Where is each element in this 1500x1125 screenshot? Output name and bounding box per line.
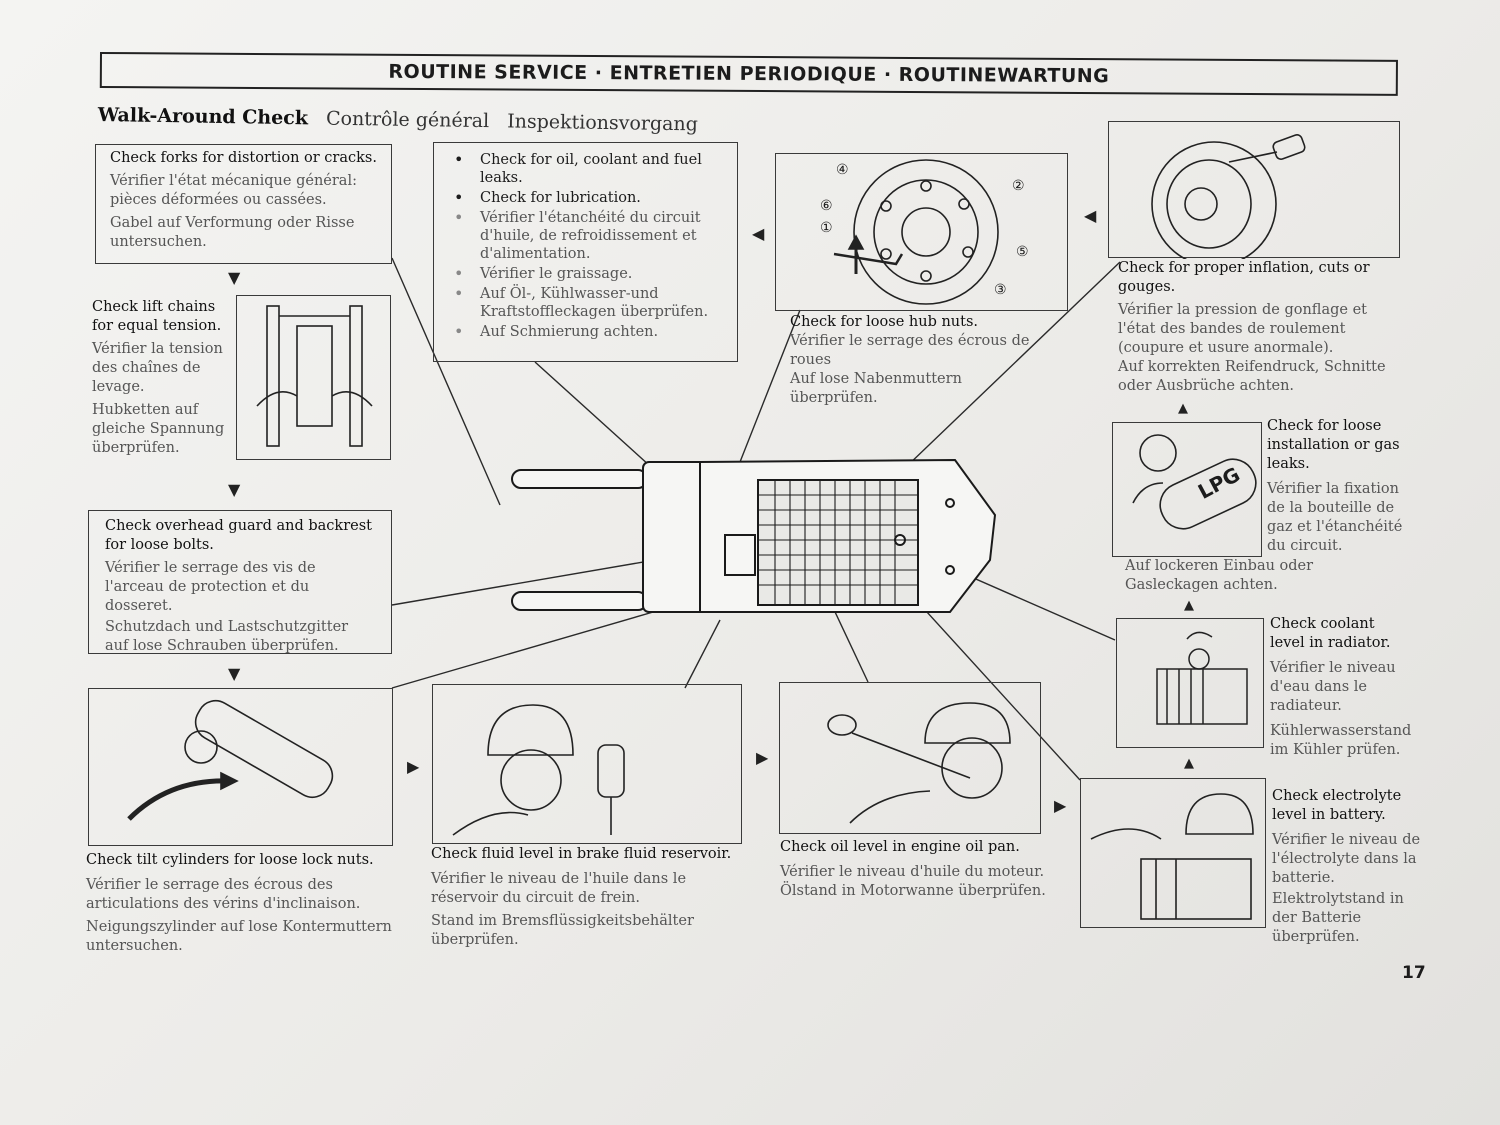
wheel-hub-icon xyxy=(833,159,999,305)
fluids-item-6: Auf Schmierung achten. xyxy=(452,323,733,341)
arrow-left-icon: ◀ xyxy=(1084,206,1097,225)
chains-de: Hubketten auf gleiche Spannung überprüfe… xyxy=(92,402,225,456)
arrow-down-icon: ▼ xyxy=(228,664,241,683)
arrow-right-icon: ▶ xyxy=(1054,796,1067,815)
oil-illustration xyxy=(779,682,1041,834)
coolant-en: Check coolant level in radiator. xyxy=(1270,616,1391,651)
nut-label-5: ⑤ xyxy=(1016,244,1029,260)
tilt-fr: Vérifier le serrage des écrous des artic… xyxy=(86,877,361,912)
oil-de: Ölstand in Motorwanne überprüfen. xyxy=(780,883,1046,899)
lpg-caption: Check for loose installation or gas leak… xyxy=(1267,417,1407,556)
forks-de: Gabel auf Verformung oder Risse untersuc… xyxy=(110,215,355,250)
battery-caption: Check electrolyte level in battery. Véri… xyxy=(1272,787,1422,947)
battery-en: Check electrolyte level in battery. xyxy=(1272,788,1402,823)
mast-chain-icon xyxy=(256,305,373,447)
chains-fr: Vérifier la tension des chaînes de levag… xyxy=(92,341,223,395)
fluids-item-4: Vérifier le graissage. xyxy=(452,265,733,283)
oil-caption: Check oil level in engine oil pan. Vérif… xyxy=(780,838,1050,901)
fluids-check-box: Check for oil, coolant and fuel leaks. C… xyxy=(433,142,738,362)
coolant-fr: Vérifier le niveau d'eau dans le radiate… xyxy=(1270,660,1396,714)
radiator-icon xyxy=(1156,631,1248,725)
arrow-left-icon: ◀ xyxy=(752,224,765,243)
arrow-right-icon: ▶ xyxy=(756,748,769,767)
cylinder-wrench-icon xyxy=(127,699,334,821)
fluids-item-3: Vérifier l'étanchéité du circuit d'huile… xyxy=(452,209,733,263)
arrow-up-icon: ▲ xyxy=(1184,756,1194,771)
subtitle-fr: Contrôle général xyxy=(325,107,490,133)
gas-tank-icon xyxy=(1132,434,1257,530)
hub-nuts-illustration: ④ ② ⑥ ① ⑤ ③ xyxy=(775,153,1068,311)
tire-illustration xyxy=(1108,121,1400,259)
nut-label-1: ① xyxy=(820,220,833,236)
lpg-fr: Vérifier la fixation de la bouteille de … xyxy=(1267,481,1403,554)
arrow-up-icon: ▲ xyxy=(1178,401,1188,416)
brake-fr: Vérifier le niveau de l'huile dans le ré… xyxy=(431,871,687,906)
lpg-caption-de: Auf lockeren Einbau oder Gasleckagen ach… xyxy=(1125,557,1410,595)
subtitle-en: Walk-Around Check xyxy=(97,104,309,130)
tire-en: Check for proper inflation, cuts or goug… xyxy=(1118,260,1370,295)
hub-nuts-caption: Check for loose hub nuts. Vérifier le se… xyxy=(790,313,1040,408)
nut-label-6: ⑥ xyxy=(820,198,833,214)
fluids-list: Check for oil, coolant and fuel leaks. C… xyxy=(438,151,733,341)
oil-fr: Vérifier le niveau d'huile du moteur. xyxy=(780,864,1045,880)
arrow-down-icon: ▼ xyxy=(228,268,241,287)
tilt-cylinder-illustration xyxy=(88,688,393,846)
mechanic-battery-icon xyxy=(1090,793,1254,920)
hub-en: Check for loose hub nuts. xyxy=(790,314,979,330)
battery-de: Elektrolytstand in der Batterie überprüf… xyxy=(1272,891,1404,945)
overhead-guard-grid xyxy=(758,480,918,605)
brake-illustration xyxy=(432,684,742,844)
nut-label-3: ③ xyxy=(994,282,1007,298)
fluids-item-5: Auf Öl-, Kühlwasser-und Kraftstoffleckag… xyxy=(452,285,733,321)
brake-de: Stand im Bremsflüssigkeitsbehälter überp… xyxy=(431,913,694,948)
page-number: 17 xyxy=(1402,963,1426,983)
guard-check-box: Check overhead guard and backrest for lo… xyxy=(88,510,392,654)
subtitle-de: Inspektionsvorgang xyxy=(507,110,699,136)
arrow-up-icon: ▲ xyxy=(1184,598,1194,613)
tire-gauge-icon xyxy=(1151,134,1306,259)
nut-label-2: ② xyxy=(1012,178,1025,194)
oil-en: Check oil level in engine oil pan. xyxy=(780,839,1020,855)
tilt-en: Check tilt cylinders for loose lock nuts… xyxy=(86,852,374,868)
brake-caption: Check fluid level in brake fluid reservo… xyxy=(431,845,751,950)
mechanic-dipstick-icon xyxy=(827,702,1011,824)
forks-check-box: Check forks for distortion or cracks. Vé… xyxy=(95,144,392,264)
fluids-item-2: Check for lubrication. xyxy=(452,189,733,207)
battery-fr: Vérifier le niveau de l'électrolyte dans… xyxy=(1272,832,1421,886)
guard-de: Schutzdach und Lastschutzgitter auf lose… xyxy=(105,619,349,654)
mechanic-brake-reservoir-icon xyxy=(452,704,625,836)
battery-illustration xyxy=(1080,778,1266,928)
tilt-de: Neigungszylinder auf lose Kontermuttern … xyxy=(86,919,392,954)
coolant-illustration xyxy=(1116,618,1264,748)
lift-chains-illustration xyxy=(236,295,391,460)
brake-en: Check fluid level in brake fluid reservo… xyxy=(431,846,732,862)
arrow-right-icon: ▶ xyxy=(407,757,420,776)
tire-de: Auf korrekten Reifendruck, Schnitte oder… xyxy=(1118,359,1386,394)
hub-fr: Vérifier le serrage des écrous de roues xyxy=(790,333,1030,368)
forklift-top-view xyxy=(511,458,997,613)
nut-label-4: ④ xyxy=(836,162,849,178)
tire-caption: Check for proper inflation, cuts or goug… xyxy=(1118,259,1403,396)
fluids-item-1: Check for oil, coolant and fuel leaks. xyxy=(452,151,733,187)
chains-caption: Check lift chains for equal tension. Vér… xyxy=(92,298,227,458)
chains-en: Check lift chains for equal tension. xyxy=(92,299,222,334)
forks-fr: Vérifier l'état mécanique général: pièce… xyxy=(110,173,357,208)
lpg-en: Check for loose installation or gas leak… xyxy=(1267,418,1400,472)
hub-de: Auf lose Nabenmuttern überprüfen. xyxy=(790,371,962,406)
lpg-de: Auf lockeren Einbau oder Gasleckagen ach… xyxy=(1125,558,1314,593)
lpg-illustration: LPG xyxy=(1112,422,1262,557)
coolant-caption: Check coolant level in radiator. Vérifie… xyxy=(1270,615,1412,760)
guard-fr: Vérifier le serrage des vis de l'arceau … xyxy=(105,560,316,614)
tilt-caption: Check tilt cylinders for loose lock nuts… xyxy=(86,851,406,956)
coolant-de: Kühlerwasserstand im Kühler prüfen. xyxy=(1270,723,1412,758)
arrow-down-icon: ▼ xyxy=(228,480,241,499)
forks-en: Check forks for distortion or cracks. xyxy=(110,150,377,166)
guard-en: Check overhead guard and backrest for lo… xyxy=(105,518,372,553)
tire-fr: Vérifier la pression de gonflage et l'ét… xyxy=(1118,302,1367,356)
